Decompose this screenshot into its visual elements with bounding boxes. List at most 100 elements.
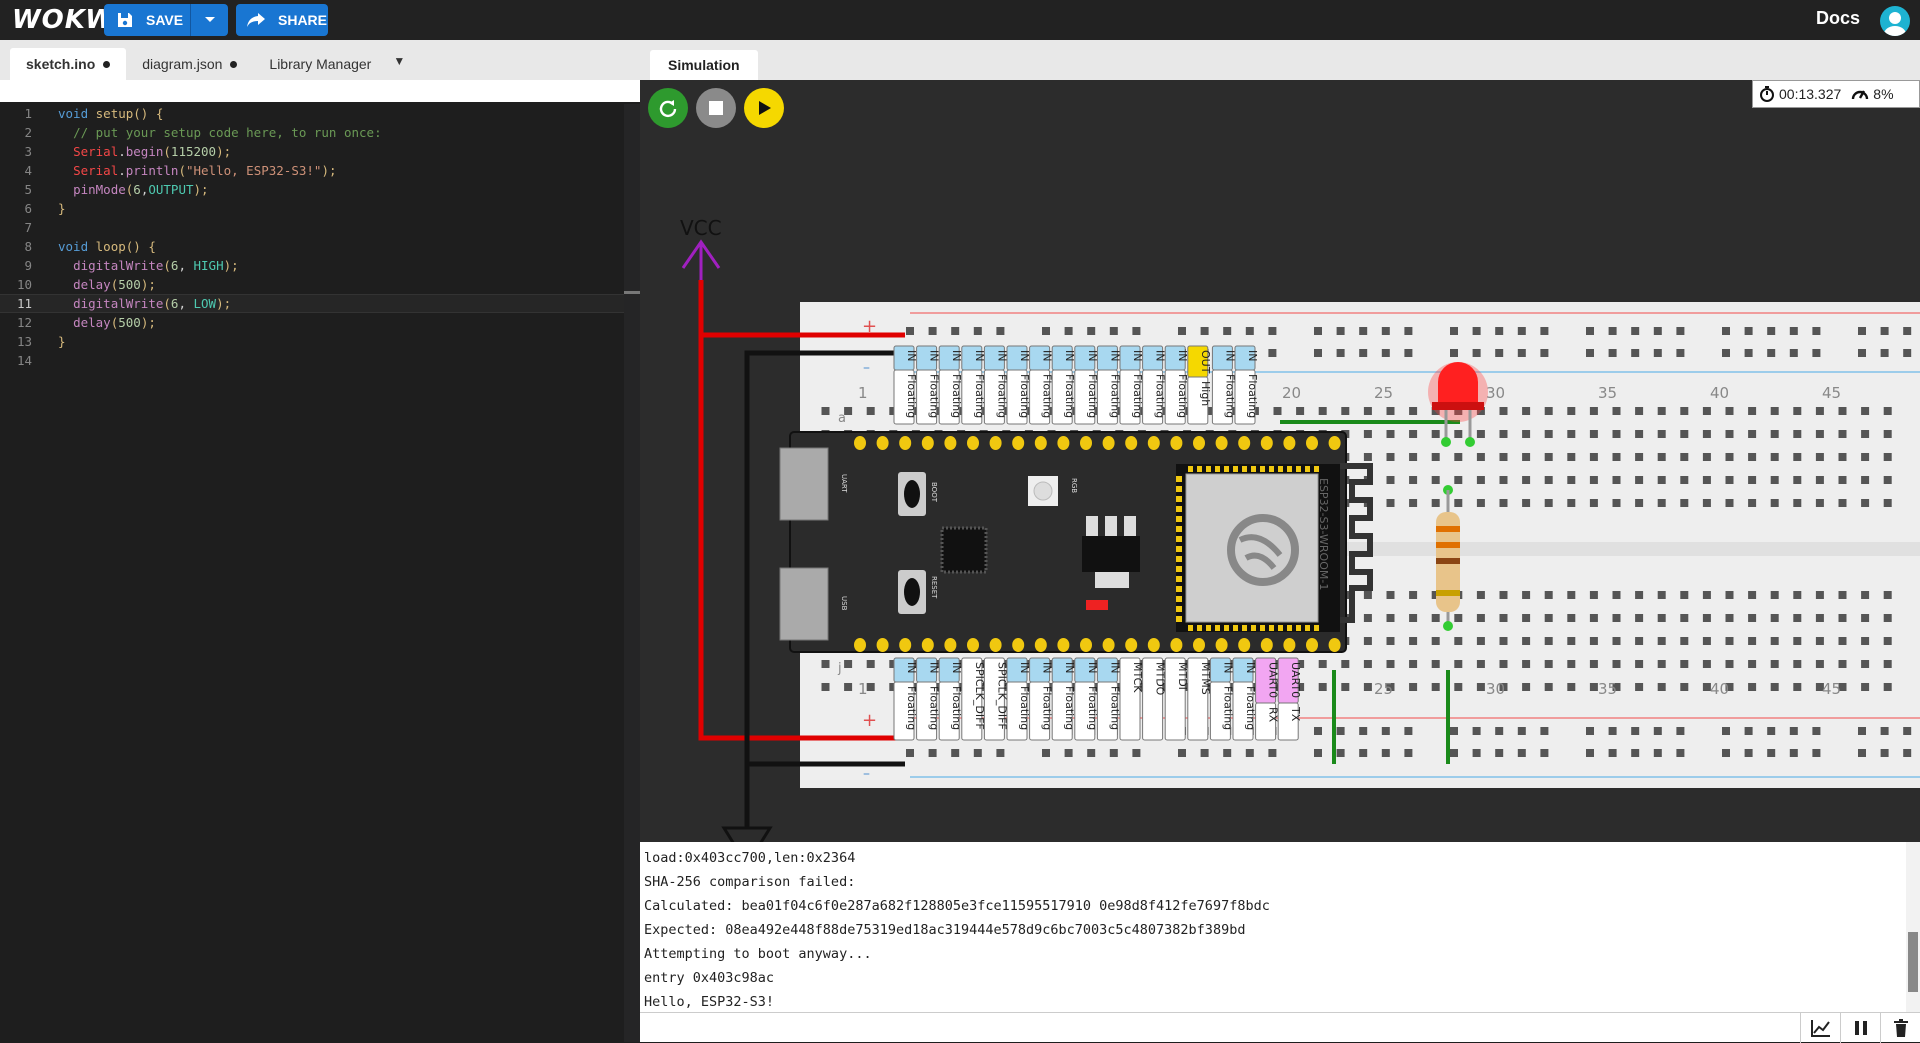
boot-button-cap[interactable] <box>904 480 920 508</box>
tab-library-manager[interactable]: Library Manager <box>253 48 387 80</box>
save-menu-button[interactable] <box>190 4 228 36</box>
usb-uart-port[interactable] <box>779 447 829 521</box>
breadboard-hole <box>1047 683 1056 691</box>
code-line[interactable]: 14 <box>0 351 624 370</box>
restart-button[interactable] <box>648 88 688 128</box>
scrollbar-thumb[interactable] <box>1908 932 1918 992</box>
red-led[interactable] <box>1428 362 1488 447</box>
reset-button-cap[interactable] <box>904 578 920 606</box>
module-pad <box>1287 466 1292 472</box>
code-line[interactable]: 11 digitalWrite(6, LOW); <box>0 294 624 313</box>
rail-hole <box>1744 327 1753 335</box>
esp32-s3-board[interactable]: UART USB BOOT RESET RGB ESP32-S3-WROOM-1 <box>779 431 1373 653</box>
play-button[interactable] <box>744 88 784 128</box>
breadboard-hole <box>1454 453 1463 461</box>
board-pad <box>1147 638 1160 652</box>
rail-hole <box>1858 727 1866 735</box>
breadboard-hole <box>1296 660 1305 668</box>
code-line[interactable]: 4 Serial.println("Hello, ESP32-S3!"); <box>0 161 624 180</box>
pin-label-text: Floating <box>1041 686 1054 730</box>
code-line[interactable]: 7 <box>0 218 624 237</box>
gnd-wire-top[interactable] <box>744 350 905 828</box>
board-pad <box>854 638 866 652</box>
board-pad <box>1125 638 1138 652</box>
board-pad <box>989 638 1002 652</box>
resistor[interactable] <box>1436 485 1460 631</box>
top-bar: WOKWi SAVE SHARE Docs <box>0 0 1920 40</box>
module-pad <box>1251 625 1256 631</box>
breadboard-hole <box>1883 683 1892 691</box>
column-number: 45 <box>1822 384 1841 402</box>
breadboard-hole <box>1861 614 1870 622</box>
code-line[interactable]: 5 pinMode(6,OUTPUT); <box>0 180 624 199</box>
breadboard-hole <box>1499 499 1508 507</box>
rail-hole <box>1722 749 1730 757</box>
code-line[interactable]: 6} <box>0 199 624 218</box>
regulator-pin-3 <box>1124 516 1136 536</box>
tab-simulation[interactable]: Simulation <box>650 50 758 80</box>
save-button[interactable]: SAVE <box>104 4 190 36</box>
editor-scrollbar[interactable] <box>624 104 640 1042</box>
breadboard-hole <box>1725 476 1734 484</box>
code-token <box>88 239 96 254</box>
breadboard-hole <box>1431 453 1440 461</box>
breadboard-hole <box>1702 430 1711 438</box>
clear-button[interactable] <box>1880 1013 1920 1043</box>
pin-label-text: IN <box>1154 350 1167 361</box>
breadboard-hole <box>1386 637 1395 645</box>
code-token: ); <box>223 258 239 273</box>
user-avatar[interactable] <box>1880 6 1910 36</box>
code-line[interactable]: 9 digitalWrite(6, HIGH); <box>0 256 624 275</box>
code-line[interactable]: 13} <box>0 332 624 351</box>
rgb-silk: RGB <box>1070 478 1078 493</box>
rail-hole <box>1381 349 1390 357</box>
board-pad <box>1193 436 1205 450</box>
pause-button[interactable] <box>1840 1013 1880 1043</box>
vcc-wire-bottom[interactable] <box>698 335 905 741</box>
rail-hole <box>1472 727 1481 735</box>
share-button-label: SHARE <box>278 12 328 28</box>
pin-label-text: Floating <box>928 374 941 418</box>
code-token: } <box>58 334 66 349</box>
console-line: Attempting to boot anyway... <box>644 946 872 962</box>
plotter-button[interactable] <box>1800 1013 1840 1043</box>
gnd-symbol[interactable] <box>721 826 773 842</box>
usb-port[interactable] <box>779 567 829 641</box>
code-line[interactable]: 12 delay(500); <box>0 313 624 332</box>
module-pad <box>1197 625 1202 631</box>
tabs-menu-icon[interactable]: ▼ <box>393 54 406 68</box>
pin-label-bg <box>1255 702 1277 741</box>
code-line[interactable]: 3 Serial.begin(115200); <box>0 142 624 161</box>
code-token: setup <box>95 106 134 121</box>
rail-hole <box>1495 749 1504 757</box>
code-text: void setup() { <box>58 106 163 121</box>
tab-sketch-ino[interactable]: sketch.ino <box>10 48 127 80</box>
rail-hole <box>1540 749 1549 757</box>
module-pad <box>1176 596 1182 602</box>
breadboard-hole <box>1861 453 1870 461</box>
code-line[interactable]: 2 // put your setup code here, to run on… <box>0 123 624 142</box>
board-pad <box>1238 638 1251 652</box>
share-button[interactable]: SHARE <box>236 4 328 36</box>
code-token: HIGH <box>193 258 224 273</box>
docs-link[interactable]: Docs <box>1816 8 1861 28</box>
breadboard-hole <box>1725 407 1734 415</box>
pin-label-text: IN <box>950 662 963 673</box>
code-line[interactable]: 10 delay(500); <box>0 275 624 294</box>
breadboard-hole <box>1793 453 1802 461</box>
pin-label-text: Floating <box>950 686 963 730</box>
breadboard-hole <box>1567 430 1576 438</box>
tab-diagram-json[interactable]: diagram.json <box>126 48 253 80</box>
stop-button[interactable] <box>696 88 736 128</box>
breadboard-hole <box>1702 637 1711 645</box>
pin-label-bg <box>1232 681 1254 741</box>
serial-monitor-scrollbar[interactable] <box>1906 842 1920 1012</box>
vcc-symbol[interactable]: VCC <box>680 216 722 280</box>
